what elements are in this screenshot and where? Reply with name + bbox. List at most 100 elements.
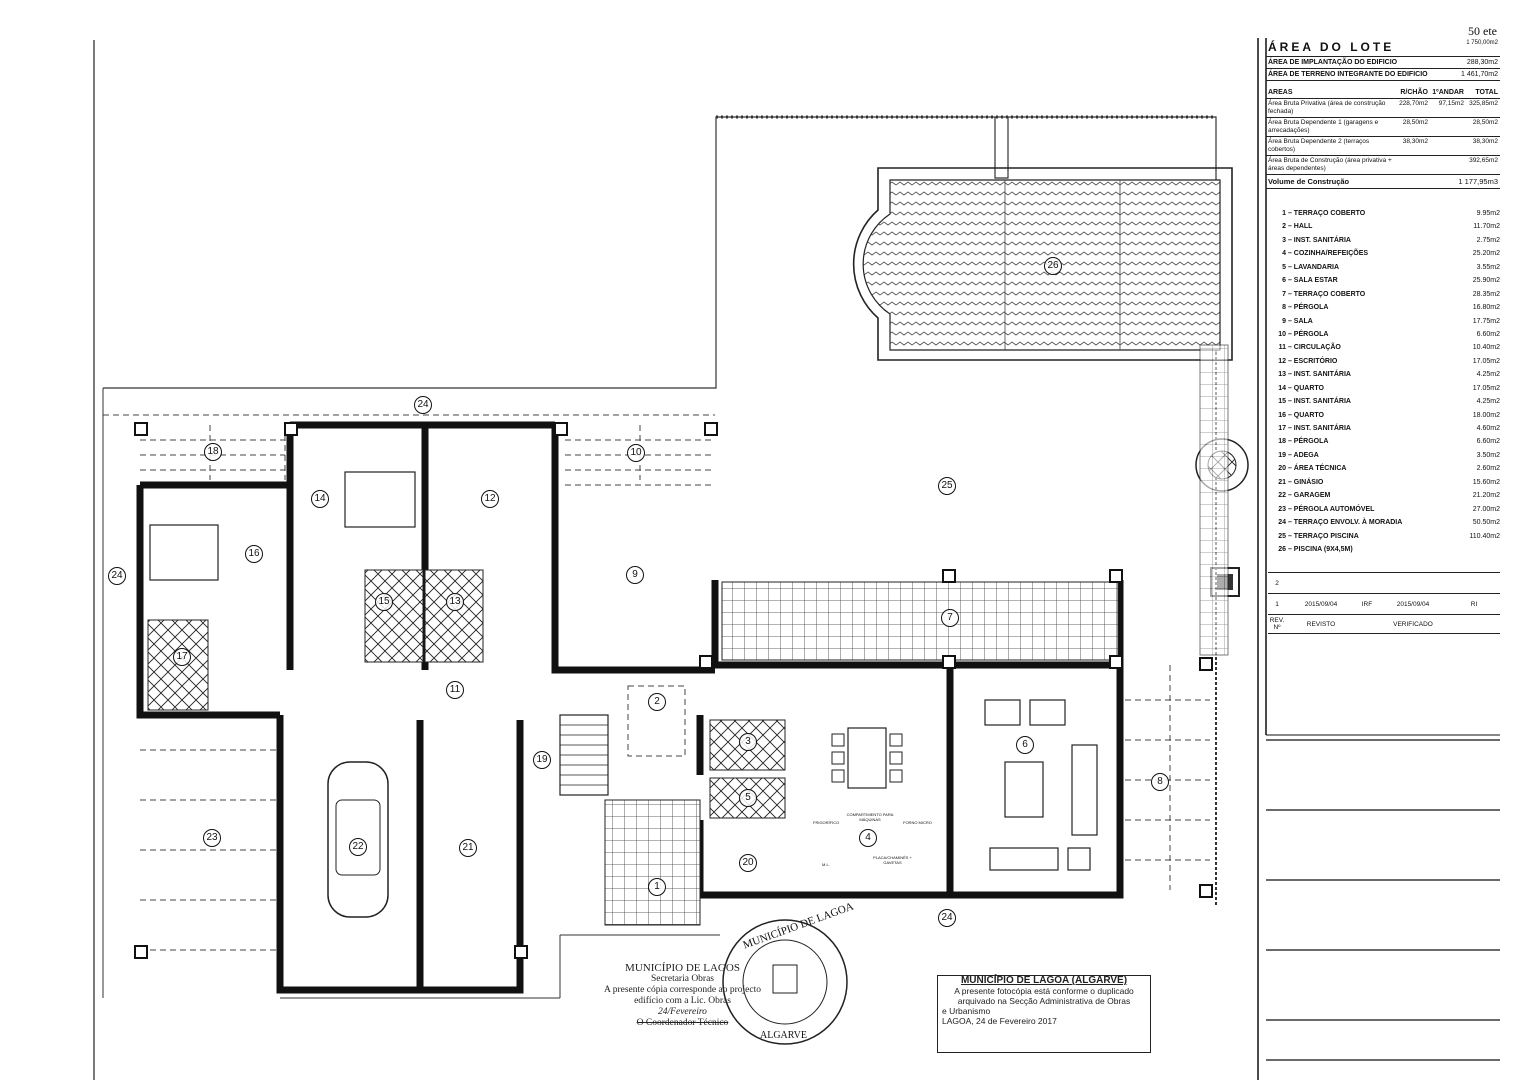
room-area: 4.25m2 (1476, 398, 1500, 406)
room-area: 6.60m2 (1476, 438, 1500, 446)
room-number: 24 (1278, 519, 1286, 527)
room-number-marker: 6 (1016, 736, 1034, 754)
areas-col-total: TOTAL (1475, 89, 1498, 96)
room-number-marker: 13 (446, 593, 464, 611)
room-name: INST. SANITÁRIA (1293, 425, 1351, 432)
room-number: 21 (1278, 478, 1286, 486)
municipal-stamp-left: MUNICÍPIO DE LAGOS Secretaria Obras A pr… (580, 963, 785, 1029)
areas-row: Área Bruta Privativa (área de construção… (1266, 99, 1500, 118)
room-number-marker: 1 (648, 878, 666, 896)
room-name: SALA ESTAR (1293, 277, 1338, 285)
room-name: PÉRGOLA (1293, 330, 1329, 338)
room-number: 6 (1282, 277, 1286, 285)
room-number-marker: 21 (459, 839, 477, 857)
areas-cell (1428, 157, 1464, 173)
room-number: 20 (1278, 465, 1286, 473)
areas-cell: Área Bruta de Construção (área privativa… (1268, 157, 1392, 172)
volume-value: 1 177,95m3 (1458, 177, 1498, 186)
room-area: 21.20m2 (1472, 492, 1500, 500)
title-block: ÁREA DO LOTE 1 750,00m2 ÁREA DE IMPLANTA… (1266, 38, 1500, 189)
room-number-marker: 7 (941, 609, 959, 627)
room-name: TERRAÇO PISCINA (1293, 532, 1359, 540)
areas-cell: 97,15m2 (1438, 100, 1464, 107)
room-area: 25.90m2 (1472, 277, 1500, 285)
areas-cell: 325,85m2 (1469, 100, 1498, 107)
appliance-label: COMPARTIMENTO PARA MÁQUINAS (846, 812, 894, 822)
room-number-marker: 2 (648, 693, 666, 711)
areas-cell: 28,50m2 (1472, 119, 1498, 126)
room-number: 23 (1278, 505, 1286, 513)
room-number: 4 (1282, 250, 1286, 258)
room-number: 17 (1278, 425, 1286, 432)
areas-col-ground: R/CHÃO (1400, 89, 1428, 96)
room-number-marker: 11 (446, 681, 464, 699)
room-name: GINÁSIO (1293, 478, 1324, 486)
areas-col-label: AREAS (1268, 89, 1293, 96)
room-number-marker: 26 (1044, 257, 1062, 275)
room-number: 14 (1278, 384, 1286, 392)
room-area: 110.40m2 (1469, 532, 1500, 540)
room-area: 4.25m2 (1476, 371, 1500, 379)
room-name: LAVANDARIA (1293, 263, 1340, 271)
revision-1-num: 1 (1275, 600, 1279, 608)
stamp-right-date: LAGOA, 24 de Fevereiro 2017 (942, 1016, 1057, 1026)
terrain-area-label: ÁREA DE TERRENO INTEGRANTE DO EDIFICIO (1268, 71, 1428, 78)
room-number: 1 (1282, 210, 1286, 217)
room-area: 16.80m2 (1472, 304, 1500, 312)
room-number-marker: 24 (938, 909, 956, 927)
stamp-left-line3: A presente cópia corresponde ao projecto (604, 985, 761, 995)
room-area: 27.00m2 (1472, 505, 1500, 513)
room-number-marker: 12 (481, 490, 499, 508)
seal-bottom-text: ALGARVE (760, 1030, 807, 1041)
room-number-marker: 16 (245, 545, 263, 563)
room-number-marker: 24 (414, 396, 432, 414)
room-name: SALA (1293, 317, 1313, 325)
room-area: 50.50m2 (1472, 519, 1500, 527)
room-number: 3 (1282, 236, 1286, 244)
room-number-marker: 5 (739, 789, 757, 807)
room-name: ÁREA TÉCNICA (1293, 465, 1347, 473)
room-area: 25.20m2 (1472, 250, 1500, 258)
room-number-marker: 9 (626, 566, 644, 584)
room-name: TERRAÇO COBERTO (1293, 210, 1366, 217)
areas-cell: Área Bruta Dependente 2 (terraços cobert… (1268, 138, 1370, 153)
revision-1-date: 2015/09/04 (1304, 600, 1338, 608)
stamp-left-title: MUNICÍPIO DE LAGOS (625, 962, 740, 974)
room-name: PÉRGOLA (1293, 438, 1329, 446)
revision-2: 2 (1275, 579, 1279, 587)
room-area: 17.75m2 (1472, 317, 1500, 325)
areas-col-first: 1ºANDAR (1432, 89, 1464, 96)
fridge-label: FRIGORÍFICO (813, 820, 840, 825)
room-area: 3.50m2 (1476, 451, 1500, 459)
room-area: 11.70m2 (1473, 223, 1500, 231)
room-number-marker: 17 (173, 648, 191, 666)
room-number-marker: 14 (311, 490, 329, 508)
areas-table: Área Bruta Privativa (área de construção… (1266, 99, 1500, 175)
car-icon (327, 761, 389, 918)
room-name: PISCINA (9x4,5m) (1293, 545, 1353, 553)
room-area: 2.75m2 (1476, 236, 1500, 244)
room-number: 16 (1278, 411, 1286, 419)
room-name: INST. SANITÁRIA (1293, 398, 1351, 406)
stamp-left-date: 24/Fevereiro (658, 1007, 707, 1017)
areas-cell: 38,30m2 (1472, 138, 1498, 145)
room-number: 8 (1282, 304, 1286, 312)
areas-cell: 392,65m2 (1469, 157, 1498, 164)
room-name: PÉRGOLA (1293, 304, 1329, 312)
